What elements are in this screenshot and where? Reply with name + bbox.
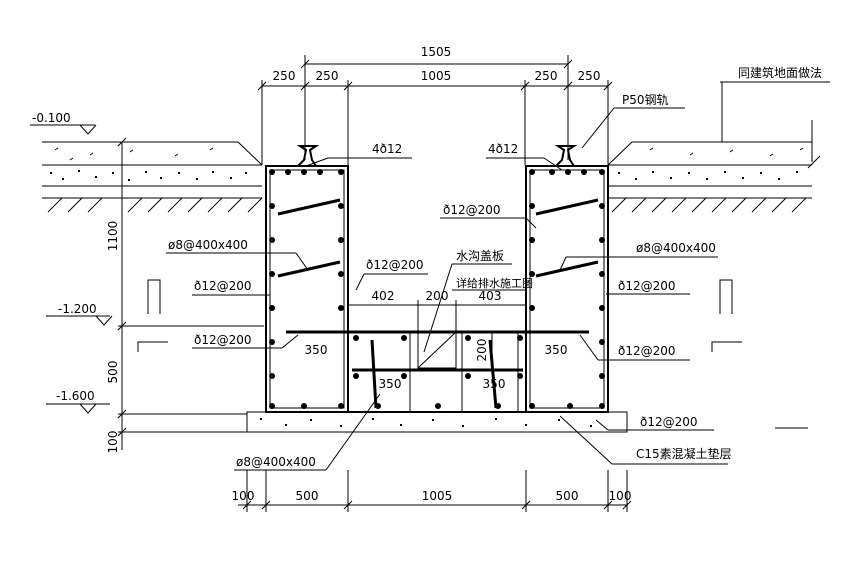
dim-inner-350-a: 350: [305, 343, 328, 357]
label-stirrup-right: ø8@400x400: [636, 241, 716, 255]
rebar-dots: [269, 169, 605, 409]
dim-left-100: 100: [106, 431, 120, 454]
level-middle: -1.200: [58, 302, 97, 316]
annotations: P50钢轨 4ð12 4ð12 ð12@200 ø8@400x400 ø8@40…: [166, 93, 732, 471]
dim-top-250-c: 250: [535, 69, 558, 83]
dim-bottom-100-a: 100: [232, 489, 255, 503]
dim-top-250-d: 250: [578, 69, 601, 83]
left-dimensions: 1100 500 100: [106, 137, 264, 454]
base-slab: [246, 411, 628, 433]
dim-bottom-500-a: 500: [296, 489, 319, 503]
ground-layers-left: [42, 141, 263, 213]
dim-inner-350-d: 350: [483, 377, 506, 391]
dim-top-1005: 1005: [421, 69, 452, 83]
label-stirrup-bottom: ø8@400x400: [236, 455, 316, 469]
dim-bottom-500-b: 500: [556, 489, 579, 503]
dim-bottom-1005: 1005: [422, 489, 453, 503]
dim-inner-350-c: 350: [379, 377, 402, 391]
dim-top-250-a: 250: [273, 69, 296, 83]
label-cover-plate-note: 详给排水施工图: [456, 276, 533, 290]
label-bar-left-1: ð12@200: [194, 279, 252, 293]
dim-bottom-100-b: 100: [609, 489, 632, 503]
dim-inner-402: 402: [372, 289, 395, 303]
section-marks: [137, 279, 808, 429]
label-bar-right-2: ð12@200: [618, 344, 676, 358]
bottom-dimension-chain: 100 500 1005 500 100: [232, 470, 632, 512]
label-bar-right-top: ð12@200: [443, 203, 501, 217]
top-dimension-chain: 1505 250 250 1005 250 250: [257, 45, 613, 165]
label-bar-base: ð12@200: [640, 415, 698, 429]
label-bar-center: ð12@200: [366, 258, 424, 272]
label-bar-left-2: ð12@200: [194, 333, 252, 347]
label-top-bars-left: 4ð12: [372, 142, 402, 156]
label-stirrup-left: ø8@400x400: [168, 238, 248, 252]
dim-inner-200-v: 200: [475, 339, 489, 362]
dim-inner-403: 403: [479, 289, 502, 303]
label-bar-right-1: ð12@200: [618, 279, 676, 293]
dim-top-total: 1505: [421, 45, 452, 59]
dim-left-1100: 1100: [106, 221, 120, 252]
dim-left-500: 500: [106, 361, 120, 384]
dim-top-250-b: 250: [316, 69, 339, 83]
level-top: -0.100: [32, 111, 71, 125]
ground-layers-right: [607, 120, 821, 213]
label-base-layer: C15素混凝土垫层: [636, 446, 732, 461]
dim-inner-200-h: 200: [426, 289, 449, 303]
dim-inner-350-b: 350: [545, 343, 568, 357]
label-building-floor: 同建筑地面做法: [738, 65, 822, 80]
label-top-bars-right: 4ð12: [488, 142, 518, 156]
label-cover-plate: 水沟盖板: [456, 249, 504, 263]
level-bottom: -1.600: [56, 389, 95, 403]
trench-structure: [265, 145, 609, 413]
label-rail: P50钢轨: [622, 93, 669, 107]
level-markers: -0.100 -1.200 -1.600: [30, 111, 113, 414]
